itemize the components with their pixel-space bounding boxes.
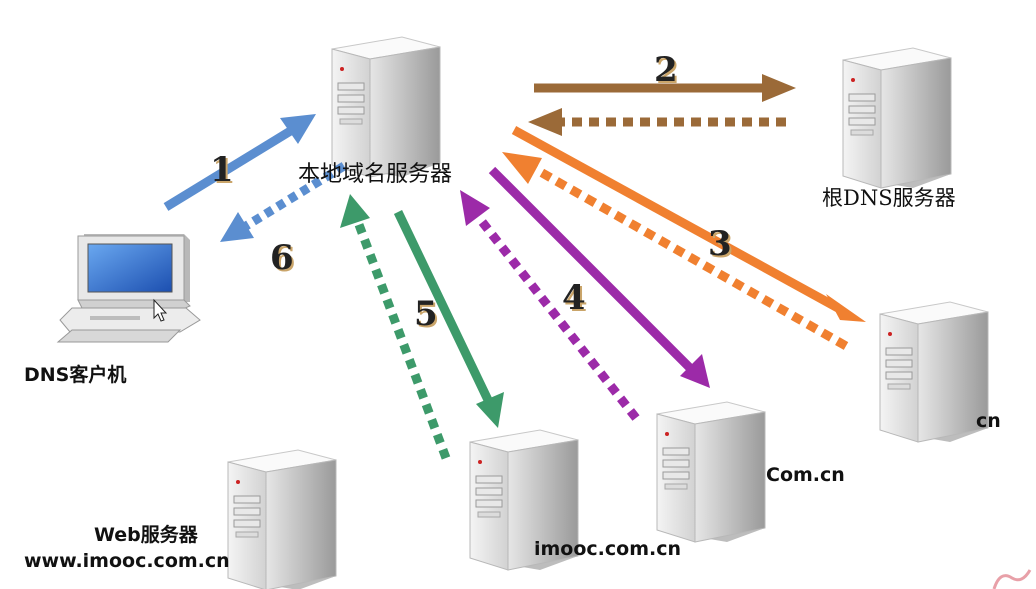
arrow-step-3 [511,126,866,322]
arrow-step-2-return [528,108,786,136]
web-server-icon [227,449,337,589]
step-label-3: 3 [708,224,732,264]
step-label-1: 1 [210,150,234,190]
web-server-host: www.imooc.com.cn [24,550,230,572]
root-dns-label: 根DNS服务器 [822,186,956,210]
cursor-icon [153,298,168,322]
arrow-step-4-return [460,190,640,421]
arrow-step-2 [534,74,796,102]
web-server-title: Web服务器 [94,524,198,546]
com-cn-server-icon [656,401,766,543]
step-label-5: 5 [414,294,438,334]
root-dns-server-icon [842,47,952,189]
corner-mark [992,569,1032,589]
dns-client-label: DNS客户机 [24,364,127,386]
arrow-step-3-return [502,152,849,350]
arrow-step-5-return [340,194,451,460]
cn-server-icon [879,301,989,443]
arrow-step-1 [163,114,316,211]
arrow-step-6 [220,162,347,242]
step-label-2: 2 [654,50,678,90]
arrow-step-4 [488,166,710,388]
step-label-6: 6 [270,238,294,278]
step-label-4: 4 [562,278,586,318]
arrow-step-5 [393,210,504,428]
com-cn-server-label: Com.cn [766,464,845,486]
imooc-server-label: imooc.com.cn [534,538,682,560]
local-dns-label: 本地域名服务器 [298,162,453,187]
computer-icon [56,234,201,343]
cn-server-label: cn [976,410,1001,432]
